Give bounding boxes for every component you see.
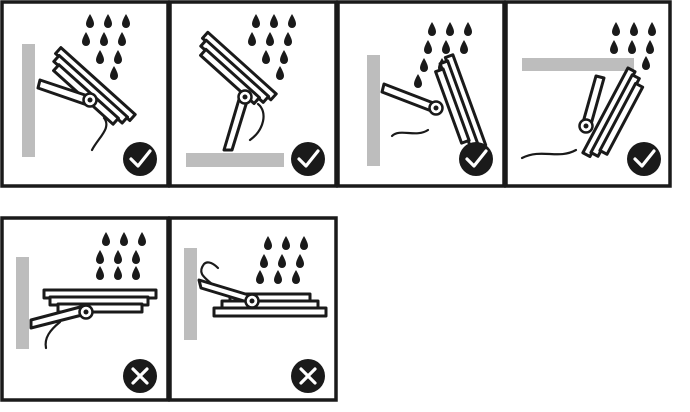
floodlight	[199, 30, 278, 152]
panel-wall-mount-facing-up-incorrect	[168, 216, 338, 402]
rain-drop-icon	[256, 270, 264, 284]
rain-drop-icon	[292, 270, 300, 284]
rain-drop-icon	[96, 50, 104, 64]
check-badge	[291, 142, 325, 176]
rain-drop-icon	[276, 66, 284, 80]
rain-drop-icon	[646, 40, 654, 54]
check-badge	[123, 142, 157, 176]
rain-drops	[96, 232, 146, 280]
rain-drop-icon	[260, 254, 268, 268]
rain-drop-icon	[280, 50, 288, 64]
power-cable	[520, 148, 578, 160]
rain-drop-icon	[630, 22, 638, 36]
floodlight	[36, 46, 137, 152]
cross-badge	[123, 359, 157, 393]
power-cable	[44, 320, 62, 350]
rain-drop-icon	[288, 14, 296, 28]
cross-badge	[291, 359, 325, 393]
rain-drop-icon	[428, 22, 436, 36]
rain-drops	[256, 236, 308, 284]
floodlight-housing	[434, 67, 471, 145]
rain-drop-icon	[132, 266, 140, 280]
rain-drop-icon	[138, 232, 146, 246]
rain-drop-icon	[114, 266, 122, 280]
rain-drop-icon	[262, 50, 270, 64]
rain-drop-icon	[132, 250, 140, 264]
rain-drop-icon	[278, 254, 286, 268]
rain-drop-icon	[86, 14, 94, 28]
rain-drop-icon	[264, 236, 272, 250]
rain-drop-icon	[282, 236, 290, 250]
check-icon	[297, 149, 320, 168]
panel-wall-mount-vertical-correct	[336, 0, 506, 188]
rain-drop-icon	[104, 14, 112, 28]
floodlight-housing	[56, 302, 144, 314]
rain-drop-icon	[442, 40, 450, 54]
check-icon	[129, 149, 152, 168]
check-icon	[633, 149, 656, 168]
rain-drops	[248, 14, 296, 80]
floodlight-housing	[598, 81, 645, 156]
rain-drop-icon	[284, 32, 292, 46]
floodlight	[29, 288, 158, 350]
check-badge	[459, 142, 493, 176]
rain-drop-icon	[270, 14, 278, 28]
rain-drop-icon	[118, 32, 126, 46]
check-icon	[465, 149, 488, 168]
ground-surface	[186, 153, 284, 167]
rain-drop-icon	[114, 50, 122, 64]
rain-drop-icon	[610, 40, 618, 54]
rain-drop-icon	[612, 22, 620, 36]
panel-ceiling-mount-correct	[504, 0, 672, 188]
rain-drop-icon	[628, 40, 636, 54]
panel-ground-mount-tilted-correct	[168, 0, 338, 188]
rain-drop-icon	[414, 74, 422, 88]
power-cable	[90, 116, 108, 152]
floodlight	[520, 66, 645, 160]
rain-drops	[82, 14, 130, 80]
floodlight	[197, 261, 328, 318]
rain-drop-icon	[460, 40, 468, 54]
panel-wall-mount-tilted-correct	[0, 0, 170, 188]
power-cable	[248, 102, 265, 142]
rain-drop-icon	[120, 232, 128, 246]
rain-drop-icon	[96, 250, 104, 264]
ceiling-surface	[522, 58, 634, 71]
rain-drop-icon	[274, 270, 282, 284]
rain-drop-icon	[248, 32, 256, 46]
rain-drop-icon	[266, 32, 274, 46]
wall-surface	[367, 55, 380, 166]
rain-drop-icon	[648, 22, 656, 36]
wall-surface	[184, 248, 197, 340]
power-cable	[390, 128, 430, 138]
rain-drop-icon	[300, 236, 308, 250]
rain-drop-icon	[464, 22, 472, 36]
panel-wall-mount-horizontal-incorrect	[0, 216, 170, 402]
rain-drop-icon	[122, 14, 130, 28]
floodlight	[380, 53, 488, 150]
power-cable	[200, 261, 220, 286]
rain-drops	[610, 22, 656, 70]
wall-surface	[22, 44, 35, 157]
check-badge	[627, 142, 661, 176]
rain-drop-icon	[252, 14, 260, 28]
rain-drop-icon	[420, 58, 428, 72]
rain-drop-icon	[100, 32, 108, 46]
rain-drop-icon	[82, 32, 90, 46]
rain-drop-icon	[114, 250, 122, 264]
rain-drop-icon	[424, 40, 432, 54]
rain-drop-icon	[296, 254, 304, 268]
rain-drop-icon	[446, 22, 454, 36]
wall-surface	[16, 257, 29, 349]
rain-drop-icon	[642, 56, 650, 70]
rain-drop-icon	[96, 266, 104, 280]
rain-drop-icon	[110, 66, 118, 80]
rain-drop-icon	[102, 232, 110, 246]
floodlight-housing	[212, 306, 328, 318]
